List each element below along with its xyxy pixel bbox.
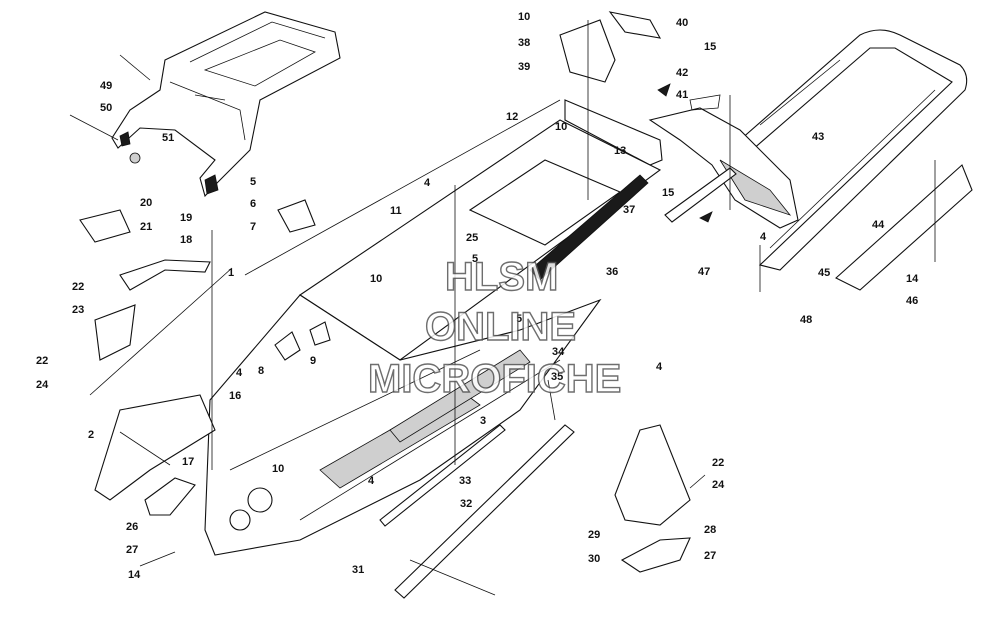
callout-46: 46	[906, 295, 918, 307]
callout-48: 48	[800, 314, 812, 326]
callout-27b: 27	[704, 550, 716, 562]
callout-10c: 10	[370, 273, 382, 285]
small-parts	[79, 199, 331, 361]
callout-5b: 5	[472, 253, 478, 265]
callout-21: 21	[140, 221, 152, 233]
taillight-part	[648, 83, 799, 229]
callout-44: 44	[872, 219, 885, 231]
callout-33: 33	[459, 475, 471, 487]
callout-14a: 14	[128, 569, 141, 581]
watermark-line-1: HLSM	[445, 255, 558, 299]
watermark-line-2: ONLINE	[425, 305, 576, 349]
callout-4b: 4	[236, 367, 243, 379]
watermark-line-3: MICROFICHE	[368, 357, 621, 401]
callout-22b: 22	[36, 355, 48, 367]
callout-42: 42	[676, 67, 688, 79]
callout-5a: 5	[250, 176, 256, 188]
callout-10b: 10	[555, 121, 567, 133]
callout-40: 40	[676, 17, 688, 29]
callout-numbers: 1 2 3 4 4 4 4 4 5 5 5 6 7 8 9 10 10 10 1…	[36, 11, 919, 581]
callout-6: 6	[250, 198, 256, 210]
callout-38: 38	[518, 37, 530, 49]
callout-25: 25	[466, 232, 478, 244]
callout-28: 28	[704, 524, 716, 536]
callout-26: 26	[126, 521, 138, 533]
callout-45: 45	[818, 267, 830, 279]
callout-23: 23	[72, 304, 84, 316]
callout-4d: 4	[656, 361, 663, 373]
callout-50: 50	[100, 102, 112, 114]
rear-bracket-part	[559, 11, 663, 166]
callout-43: 43	[812, 131, 824, 143]
callout-30: 30	[588, 553, 600, 565]
callout-11: 11	[390, 205, 402, 217]
callout-34: 34	[552, 346, 565, 358]
callout-15a: 15	[704, 41, 716, 53]
tunnel-part	[94, 119, 662, 556]
callout-4e: 4	[760, 231, 767, 243]
rail-part	[379, 424, 575, 599]
callout-32: 32	[460, 498, 472, 510]
callout-41: 41	[676, 89, 688, 101]
callout-49: 49	[100, 80, 112, 92]
callout-36: 36	[606, 266, 618, 278]
callout-24a: 24	[36, 379, 49, 391]
callout-15b: 15	[662, 187, 674, 199]
callout-37: 37	[623, 204, 635, 216]
callout-4c: 4	[368, 475, 375, 487]
callout-39: 39	[518, 61, 530, 73]
callout-8: 8	[258, 365, 264, 377]
callout-12: 12	[506, 111, 518, 123]
watermark: HLSM ONLINE MICROFICHE	[367, 254, 622, 401]
callout-47: 47	[698, 266, 710, 278]
callout-3: 3	[480, 415, 486, 427]
callout-35: 35	[551, 371, 563, 383]
callout-29: 29	[588, 529, 600, 541]
callout-27a: 27	[126, 544, 138, 556]
seat-part	[111, 11, 341, 198]
runningboard-bracket-part	[144, 424, 691, 573]
side-trim-part	[835, 164, 973, 291]
callout-7: 7	[250, 221, 256, 233]
callout-17: 17	[182, 456, 194, 468]
callout-4a: 4	[424, 177, 431, 189]
rear-bumper-part	[739, 29, 968, 271]
callout-10d: 10	[272, 463, 284, 475]
callout-9: 9	[310, 355, 316, 367]
callout-20: 20	[140, 197, 152, 209]
callout-2: 2	[88, 429, 94, 441]
callout-31: 31	[352, 564, 364, 576]
callout-14b: 14	[906, 273, 919, 285]
callout-5c: 5	[516, 313, 522, 325]
callout-1: 1	[228, 267, 234, 279]
callout-16: 16	[229, 390, 241, 402]
callout-22c: 22	[712, 457, 724, 469]
callout-51: 51	[162, 132, 174, 144]
callout-24b: 24	[712, 479, 725, 491]
callout-18: 18	[180, 234, 192, 246]
seat-hardware	[69, 54, 151, 164]
leader-lines	[89, 20, 936, 596]
callout-10a: 10	[518, 11, 530, 23]
callout-19: 19	[180, 212, 192, 224]
callout-13: 13	[614, 145, 626, 157]
callout-22a: 22	[72, 281, 84, 293]
